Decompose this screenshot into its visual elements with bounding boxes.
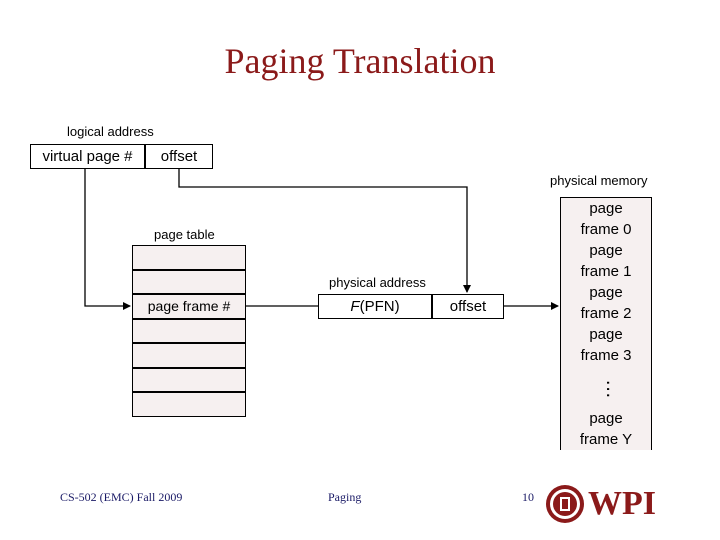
page-table-entry: page frame # bbox=[132, 294, 246, 319]
physical-offset-text: offset bbox=[449, 298, 487, 315]
page-frame-entry-text: page frame # bbox=[147, 298, 231, 315]
page-table-row bbox=[132, 318, 246, 343]
logical-offset-text: offset bbox=[160, 148, 198, 165]
physical-frame-field: F(PFN) bbox=[318, 294, 432, 319]
frame-1-line1: page bbox=[589, 242, 623, 259]
frame-0-line1: page bbox=[589, 200, 623, 217]
page-frame-0: page frame 0 bbox=[561, 198, 651, 240]
wpi-seal-icon bbox=[545, 484, 585, 524]
page-table-row bbox=[132, 367, 246, 392]
page-frame-y: page frame Y bbox=[561, 408, 651, 450]
offset-to-physical-offset-arrow bbox=[178, 169, 471, 293]
frame-0-line2: frame 0 bbox=[580, 221, 632, 238]
frame-y-line2: frame Y bbox=[579, 431, 633, 448]
pfn-text: F(PFN) bbox=[350, 298, 399, 315]
logical-offset-field: offset bbox=[145, 144, 213, 169]
virtual-page-field: virtual page # bbox=[30, 144, 145, 169]
frame-2-line2: frame 2 bbox=[580, 305, 632, 322]
wpi-logo-text: WPI bbox=[588, 485, 656, 522]
page-table-row bbox=[132, 245, 246, 270]
frame-1-line2: frame 1 bbox=[580, 263, 632, 280]
page-table-row bbox=[132, 392, 246, 417]
page-title: Paging Translation bbox=[224, 41, 496, 81]
footer-course: CS-502 (EMC) Fall 2009 bbox=[60, 490, 183, 504]
virtual-page-text: virtual page # bbox=[42, 148, 133, 165]
frame-3-line1: page bbox=[589, 326, 623, 343]
physical-address-label: physical address bbox=[329, 275, 426, 290]
page-table-label: page table bbox=[154, 227, 215, 242]
vpn-to-page-table-arrow bbox=[84, 169, 131, 310]
page-table-row bbox=[132, 343, 246, 368]
frame-3-line2: frame 3 bbox=[580, 347, 632, 364]
footer-page-number: 10 bbox=[522, 490, 534, 504]
physical-offset-field: offset bbox=[432, 294, 504, 319]
footer-topic: Paging bbox=[328, 490, 362, 504]
pfn-suffix-text: (PFN) bbox=[359, 298, 400, 315]
page-table-row bbox=[132, 269, 246, 294]
frame-2-line1: page bbox=[589, 284, 623, 301]
page-frame-3: page frame 3 bbox=[561, 324, 651, 366]
f-function-text: F bbox=[350, 298, 360, 315]
page-frame-2: page frame 2 bbox=[561, 282, 651, 324]
frame-y-line1: page bbox=[589, 410, 623, 427]
page-frame-1: page frame 1 bbox=[561, 240, 651, 282]
physical-memory-label: physical memory bbox=[550, 173, 648, 188]
logical-address-label: logical address bbox=[67, 124, 154, 139]
